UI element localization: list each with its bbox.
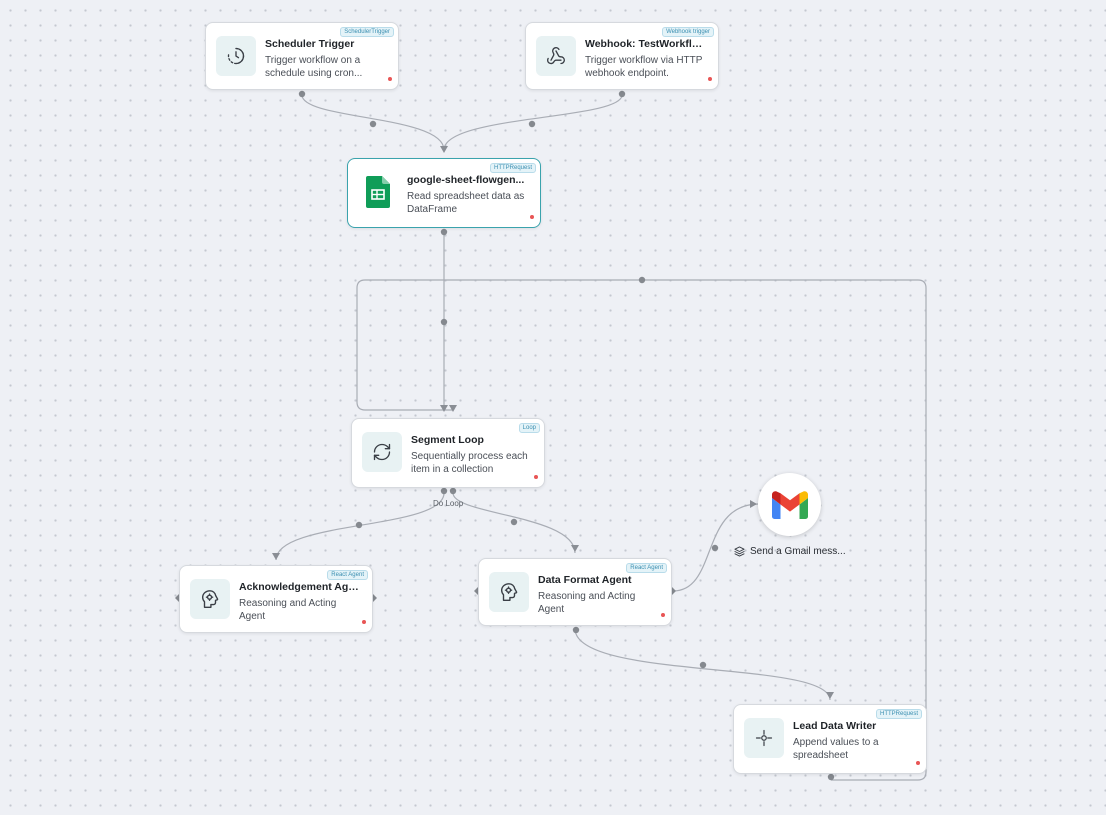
node-title: Segment Loop (411, 434, 484, 446)
edge-webhook-to-sheet (443, 94, 623, 151)
gmail-node-label: Send a Gmail mess... (734, 546, 846, 557)
node-type-badge: SchedulerTrigger (340, 27, 394, 37)
node-description: Reasoning and Acting Agent (538, 591, 636, 615)
status-dot (530, 215, 534, 219)
gmail-node-title: Send a Gmail mess... (750, 546, 846, 557)
node-type-badge: HTTPRequest (489, 163, 536, 173)
node-type-badge: Webhook trigger (662, 27, 714, 37)
node-title: Lead Data Writer (793, 720, 877, 732)
edge-format-to-writer (574, 629, 831, 701)
status-dot (388, 77, 392, 81)
edge-arrowheads (272, 146, 834, 699)
node-description: Sequentially process each item in a coll… (411, 451, 528, 475)
clock-icon (216, 36, 256, 76)
node-title: Acknowledgement Age... (239, 581, 360, 593)
node-type-badge: React Agent (327, 570, 368, 580)
loop-port-label: Do Loop (433, 499, 464, 508)
layers-icon (734, 546, 745, 557)
node-title: Webhook: TestWorkflow (585, 38, 706, 50)
status-dot (916, 761, 920, 765)
status-dot (362, 620, 366, 624)
brain-icon (190, 579, 230, 619)
node-segment-loop[interactable]: Loop Segment Loop Sequentially process e… (351, 418, 545, 488)
gmail-icon (771, 490, 808, 519)
refresh-icon (362, 432, 402, 472)
status-dot (534, 475, 538, 479)
webhook-icon (536, 36, 576, 76)
node-acknowledgement-agent[interactable]: React Agent Acknowledgement Age... Reaso… (179, 565, 373, 633)
status-dot (661, 613, 665, 617)
brain-icon (489, 572, 529, 612)
google-sheets-icon (358, 172, 398, 212)
node-description: Read spreadsheet data as DataFrame (407, 191, 525, 215)
node-google-sheet[interactable]: HTTPRequest google-sheet-flowgen... Read… (347, 158, 541, 228)
edge-format-to-gmail (672, 503, 759, 592)
node-description: Trigger workflow on a schedule using cro… (265, 55, 363, 79)
node-lead-data-writer[interactable]: HTTPRequest Lead Data Writer Append valu… (733, 704, 927, 774)
status-dot (708, 77, 712, 81)
node-gmail[interactable] (758, 473, 821, 536)
node-title: Data Format Agent (538, 574, 632, 586)
node-type-badge: React Agent (626, 563, 667, 573)
edge-loop-to-format (452, 492, 576, 554)
node-description: Append values to a spreadsheet (793, 737, 879, 761)
node-data-format-agent[interactable]: React Agent Data Format Agent Reasoning … (478, 558, 672, 626)
node-title: Scheduler Trigger (265, 38, 355, 50)
edge-scheduler-to-sheet (301, 94, 445, 151)
node-title: google-sheet-flowgen... (407, 174, 525, 186)
node-scheduler-trigger[interactable]: SchedulerTrigger Scheduler Trigger Trigg… (205, 22, 399, 90)
node-description: Trigger workflow via HTTP webhook endpoi… (585, 55, 703, 79)
node-type-badge: HTTPRequest (875, 709, 922, 719)
node-webhook-trigger[interactable]: Webhook trigger Webhook: TestWorkflow Tr… (525, 22, 719, 90)
node-description: Reasoning and Acting Agent (239, 598, 337, 622)
node-type-badge: Loop (518, 423, 540, 433)
crosshair-icon (744, 718, 784, 758)
